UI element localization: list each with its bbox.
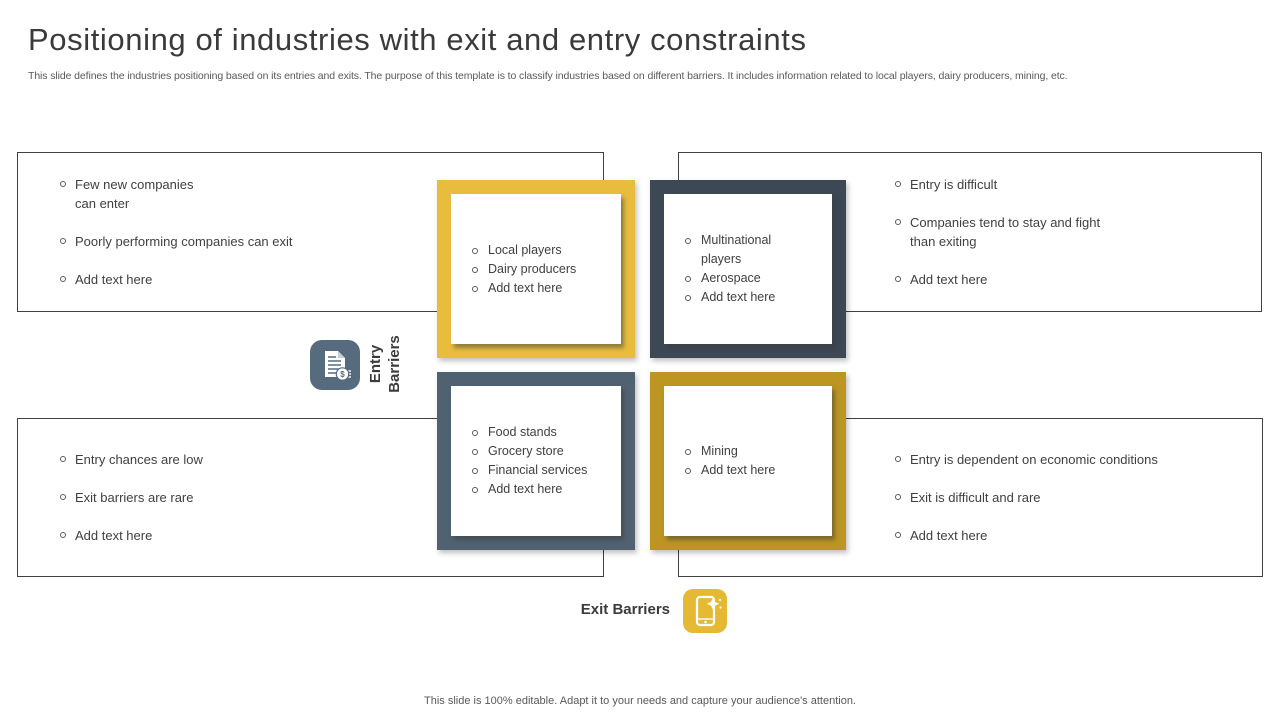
industry-box-bottom-right-list: Mining Add text here <box>684 442 775 480</box>
slide-subtitle: This slide defines the industries positi… <box>28 70 1068 82</box>
quadrant-top-right-list: Entry is difficult Companies tend to sta… <box>894 175 1120 289</box>
industry-box-top-right-inner: Multinational players Aerospace Add text… <box>664 194 832 344</box>
industry-item: Add text here <box>471 279 576 298</box>
bullet-item: Exit is difficult and rare <box>894 488 1158 507</box>
bullet-item: Add text here <box>59 526 203 545</box>
entry-barriers-axis: Entry Barriers <box>350 322 420 406</box>
industry-item: Food stands <box>471 423 587 442</box>
industry-item: Mining <box>684 442 775 461</box>
industry-box-top-left-inner: Local players Dairy producers Add text h… <box>451 194 621 344</box>
industry-box-bottom-left: Food stands Grocery store Financial serv… <box>437 372 635 550</box>
bullet-item: Entry is dependent on economic condition… <box>894 450 1158 469</box>
industry-box-bottom-right: Mining Add text here <box>650 372 846 550</box>
industry-box-top-left: Local players Dairy producers Add text h… <box>437 180 635 358</box>
bullet-item: Entry is difficult <box>894 175 1120 194</box>
bullet-item: Poorly performing companies can exit <box>59 232 293 251</box>
bullet-item: Add text here <box>894 270 1120 289</box>
svg-text:$: $ <box>340 370 345 379</box>
entry-barriers-label: Entry Barriers <box>367 335 403 393</box>
industry-item: Add text here <box>684 288 788 307</box>
industry-box-top-left-list: Local players Dairy producers Add text h… <box>471 241 576 298</box>
page-title: Positioning of industries with exit and … <box>28 22 807 57</box>
bullet-item: Exit barriers are rare <box>59 488 203 507</box>
industry-item: Add text here <box>684 461 775 480</box>
quadrant-bottom-left-list: Entry chances are low Exit barriers are … <box>59 450 203 545</box>
phone-tap-icon <box>683 589 727 638</box>
document-money-icon: $ <box>310 340 360 395</box>
industry-box-top-right: Multinational players Aerospace Add text… <box>650 180 846 358</box>
bullet-item: Few new companies can enter <box>59 175 197 213</box>
industry-item: Grocery store <box>471 442 587 461</box>
industry-box-bottom-left-inner: Food stands Grocery store Financial serv… <box>451 386 621 536</box>
slide-footer: This slide is 100% editable. Adapt it to… <box>424 695 856 707</box>
industry-item: Financial services <box>471 461 587 480</box>
industry-box-top-right-list: Multinational players Aerospace Add text… <box>684 231 788 307</box>
industry-item: Local players <box>471 241 576 260</box>
bullet-item: Entry chances are low <box>59 450 203 469</box>
exit-barriers-label: Exit Barriers <box>580 601 670 618</box>
quadrant-bottom-right-list: Entry is dependent on economic condition… <box>894 450 1158 545</box>
industry-item: Multinational players <box>684 231 788 269</box>
bullet-item: Add text here <box>894 526 1158 545</box>
industry-box-bottom-left-list: Food stands Grocery store Financial serv… <box>471 423 587 499</box>
industry-item: Add text here <box>471 480 587 499</box>
industry-item: Aerospace <box>684 269 788 288</box>
bullet-item: Add text here <box>59 270 293 289</box>
industry-item: Dairy producers <box>471 260 576 279</box>
quadrant-top-left-list: Few new companies can enter Poorly perfo… <box>59 175 293 289</box>
bullet-item: Companies tend to stay and fight than ex… <box>894 213 1120 251</box>
industry-box-bottom-right-inner: Mining Add text here <box>664 386 832 536</box>
